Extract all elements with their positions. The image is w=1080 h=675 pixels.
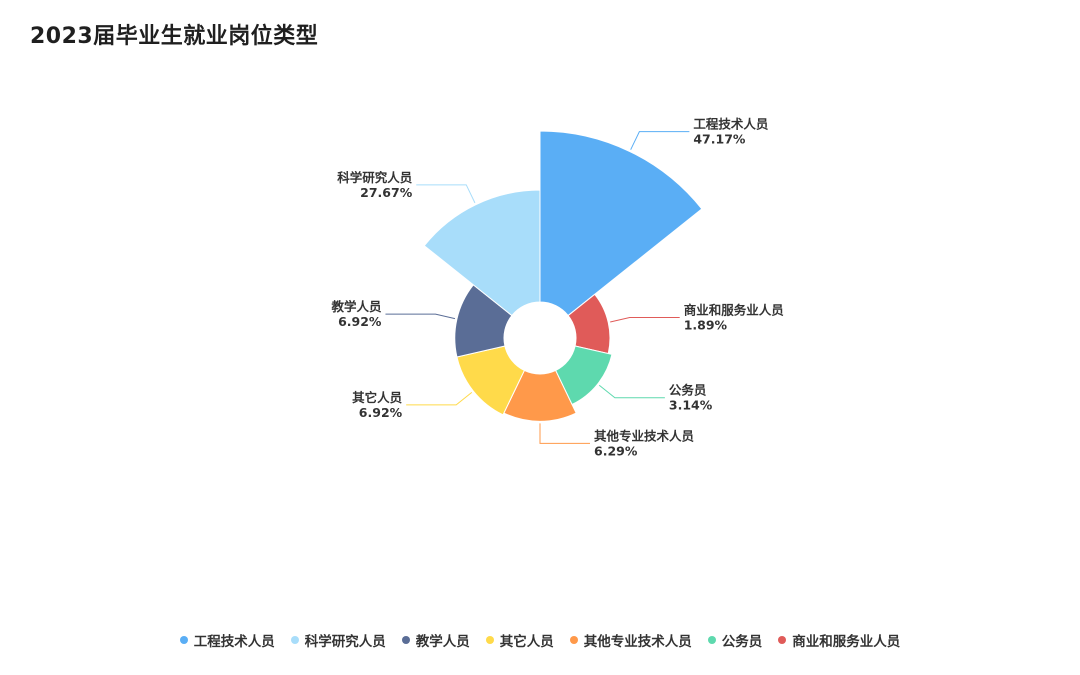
legend-label: 其它人员: [499, 634, 554, 650]
slice-category-label: 其它人员: [352, 390, 403, 405]
legend-label: 教学人员: [415, 634, 470, 650]
slice-category-label: 商业和服务业人员: [684, 303, 785, 318]
rose-slice[interactable]: [503, 369, 577, 422]
slice-value-label: 3.14%: [669, 398, 713, 413]
slice-value-label: 47.17%: [693, 132, 746, 147]
rose-slice[interactable]: [456, 345, 526, 416]
legend-item-teaching[interactable]: 教学人员: [401, 630, 470, 650]
legend-label: 其他专业技术人员: [583, 634, 692, 650]
legend-dot-icon: [401, 636, 410, 644]
slice-value-label: 6.29%: [594, 443, 638, 458]
slice-leader-line: [385, 313, 456, 320]
legend-item-research[interactable]: 科学研究人员: [290, 630, 386, 650]
slice-value-label: 6.92%: [338, 314, 382, 329]
legend-item-civil-servant[interactable]: 公务员: [707, 630, 763, 650]
legend-label: 公务员: [721, 634, 763, 650]
legend-dot-icon: [485, 636, 494, 644]
legend-dot-icon: [179, 636, 188, 644]
legend-item-others[interactable]: 其它人员: [485, 630, 554, 650]
slice-value-label: 27.67%: [360, 185, 413, 200]
legend-dot-icon: [290, 636, 299, 644]
legend-item-other-professional[interactable]: 其他专业技术人员: [569, 630, 692, 650]
legend-item-commerce-service[interactable]: 商业和服务业人员: [778, 630, 900, 650]
rose-slice[interactable]: [454, 284, 513, 358]
legend-dot-icon: [778, 636, 787, 644]
chart-legend: 工程技术人员 科学研究人员 教学人员 其它人员 其他专业技术人员 公务员 商业和…: [0, 630, 1080, 650]
rose-slice[interactable]: [539, 130, 703, 317]
slice-leader-line: [598, 384, 665, 399]
slice-leader-line: [630, 131, 690, 150]
slice-leader-line: [416, 184, 476, 204]
legend-dot-icon: [569, 636, 578, 644]
slice-category-label: 其他专业技术人员: [594, 428, 695, 443]
slice-leader-line: [539, 423, 590, 444]
legend-label: 科学研究人员: [304, 634, 386, 650]
legend-label: 工程技术人员: [193, 634, 275, 650]
slice-value-label: 1.89%: [684, 318, 728, 333]
rose-slice[interactable]: [423, 189, 541, 317]
rose-slice[interactable]: [554, 345, 613, 406]
slice-value-label: 6.92%: [359, 405, 403, 420]
legend-label: 商业和服务业人员: [792, 634, 901, 650]
slice-category-label: 公务员: [669, 383, 707, 398]
slice-category-label: 教学人员: [330, 299, 382, 314]
legend-dot-icon: [707, 636, 716, 644]
slice-leader-line: [610, 317, 680, 323]
slice-leader-line: [406, 391, 473, 406]
chart-title: 2023届毕业生就业岗位类型: [30, 24, 319, 49]
legend-item-engineering[interactable]: 工程技术人员: [179, 630, 275, 650]
slice-category-label: 工程技术人员: [693, 117, 769, 132]
rose-slice[interactable]: [567, 293, 611, 355]
slice-category-label: 科学研究人员: [337, 170, 413, 185]
